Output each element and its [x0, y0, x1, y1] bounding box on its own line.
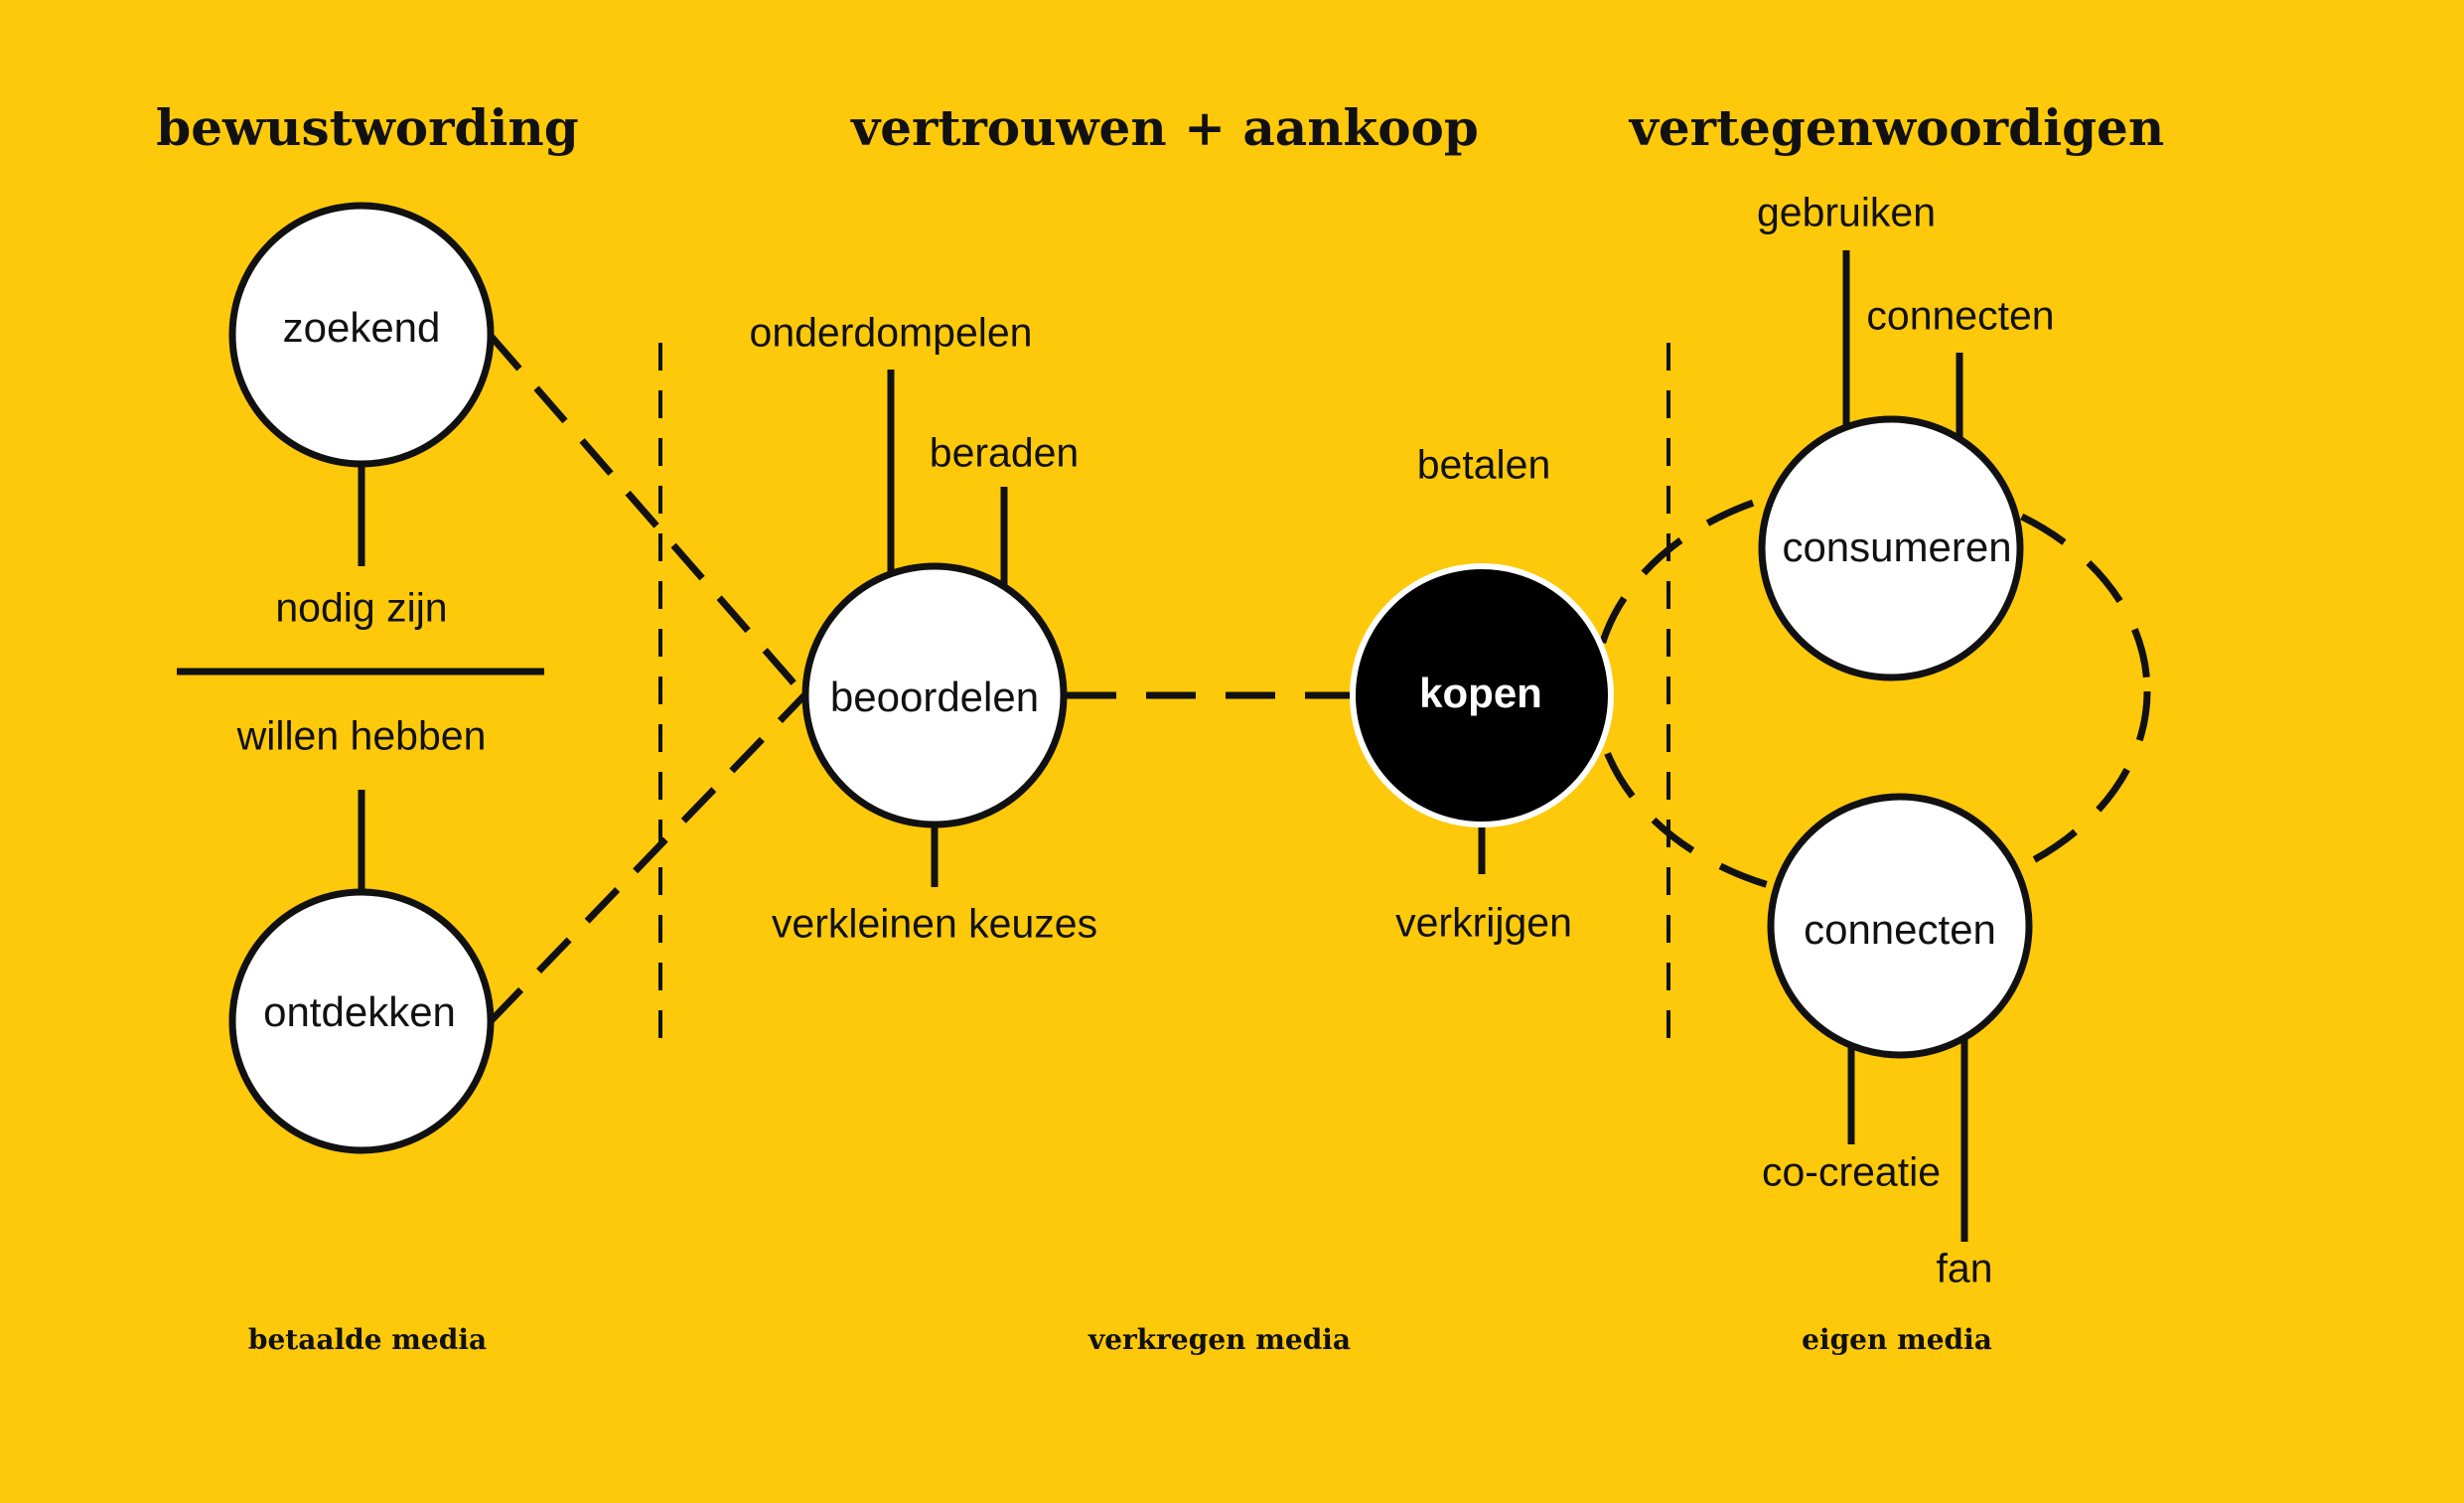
node-kopen-label: kopen: [1419, 670, 1542, 716]
node-ontdekken-label: ontdekken: [263, 988, 456, 1035]
label-beraden: beraden: [929, 429, 1080, 476]
label-betalen: betalen: [1416, 441, 1551, 488]
node-consumeren-circle: [1758, 415, 2024, 681]
node-connecten-label: connecten: [1804, 906, 1996, 953]
phase-title-bewustwording: bewustwording: [156, 98, 579, 157]
caption-betaalde-media: betaalde media: [247, 1323, 488, 1356]
label-verkleinen-keuzes: verkleinen keuzes: [771, 900, 1098, 947]
node-ontdekken-circle: [228, 888, 495, 1154]
node-beoordelen-circle: [801, 562, 1068, 828]
caption-verkregen-media: verkregen media: [1087, 1323, 1352, 1356]
label-gebruiken: gebruiken: [1756, 189, 1937, 235]
label-verkrijgen: verkrijgen: [1395, 899, 1572, 946]
node-zoekend-label: zoekend: [282, 304, 441, 351]
connector-zoekend-beoordelen: [488, 333, 807, 698]
node-connecten-circle: [1767, 793, 2033, 1059]
connector-ontdekken-beoordelen: [488, 692, 807, 1024]
label-onderdompelen: onderdompelen: [749, 309, 1033, 356]
label-co-creatie: co-creatie: [1761, 1148, 1942, 1195]
node-beoordelen-label: beoordelen: [829, 674, 1040, 720]
label-nodig-zijn: nodig zijn: [275, 584, 448, 631]
label-willen-hebben: willen hebben: [236, 712, 487, 759]
caption-eigen-media: eigen media: [1802, 1323, 1992, 1356]
label-fan: fan: [1936, 1245, 1993, 1291]
node-kopen-circle: [1350, 563, 1614, 827]
node-consumeren-label: consumeren: [1782, 524, 2012, 570]
phase-title-vertrouwen-aankoop: vertrouwen + aankoop: [851, 98, 1479, 157]
label-connecten-top: connecten: [1866, 292, 2055, 339]
node-zoekend-circle: [228, 202, 495, 468]
phase-title-vertegenwoordigen: vertegenwoordigen: [1629, 98, 2165, 157]
